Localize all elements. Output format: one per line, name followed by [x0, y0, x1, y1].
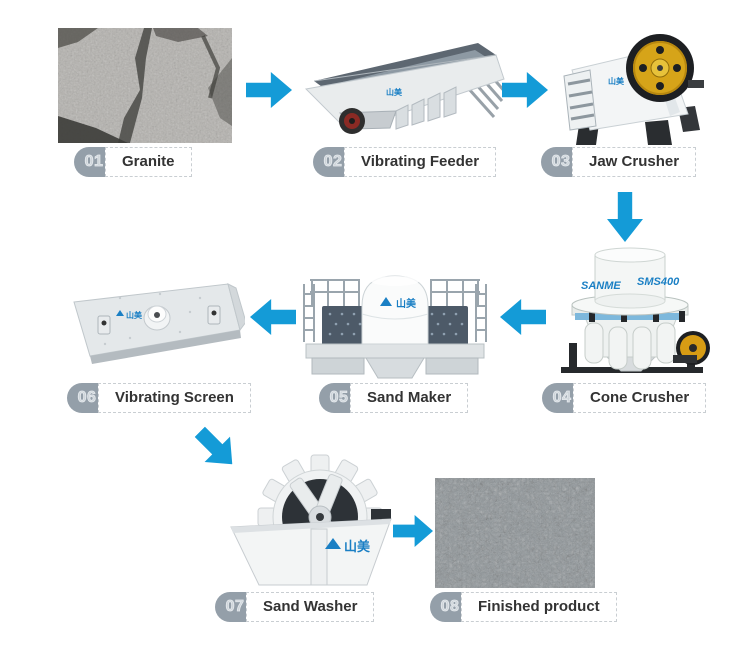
- finished-product-image: [435, 478, 595, 588]
- step-granite: 01 Granite: [74, 147, 192, 177]
- step-label: Granite: [105, 147, 192, 177]
- sand-washer-photo: 山美: [225, 453, 395, 593]
- step-label: Sand Maker: [350, 383, 469, 413]
- arrow-sand-maker-to-screen: [250, 299, 296, 335]
- sand-maker-image: 山美: [303, 275, 487, 379]
- step-label: Vibrating Feeder: [344, 147, 497, 177]
- sand-washer-image: 山美: [230, 454, 392, 586]
- step-label: Finished product: [461, 592, 617, 622]
- jaw-crusher-brand-logo: 山美: [608, 76, 625, 86]
- step-cone-crusher: 04 Cone Crusher: [542, 383, 707, 413]
- cone-crusher-model-label: SMS400: [637, 276, 680, 288]
- sand-maker-photo: 山美: [300, 250, 490, 380]
- step-sand-washer: 07 Sand Washer: [215, 592, 375, 622]
- finished-product-photo: [435, 478, 595, 588]
- screen-brand-logo: 山美: [126, 310, 143, 320]
- jaw-crusher-photo: 山美: [550, 18, 710, 145]
- arrow-cone-to-sand-maker: [500, 299, 546, 335]
- jaw-crusher-image: 山美: [563, 34, 704, 145]
- step-label: Vibrating Screen: [98, 383, 251, 413]
- arrow-washer-to-product: [393, 515, 433, 547]
- sand-maker-logo-mountain-icon: [380, 297, 392, 306]
- granite-photo: [58, 28, 232, 143]
- step-finished-product: 08 Finished product: [430, 592, 617, 622]
- screen-logo-mountain-icon: [116, 310, 124, 316]
- vibrating-screen-image: 山美: [73, 283, 245, 364]
- sand-washer-logo-mountain-icon: [325, 538, 341, 549]
- vibrating-feeder-image: 山美: [304, 43, 508, 134]
- arrow-jaw-to-cone-crusher: [607, 192, 643, 242]
- cone-crusher-image: SANME SMS400: [561, 247, 710, 373]
- step-label: Jaw Crusher: [572, 147, 697, 177]
- step-label: Sand Washer: [246, 592, 375, 622]
- step-jaw-crusher: 03 Jaw Crusher: [541, 147, 697, 177]
- sand-maker-brand-logo: 山美: [396, 297, 417, 310]
- feeder-brand-logo: 山美: [386, 87, 403, 97]
- vibrating-screen-photo: 山美: [60, 268, 245, 373]
- arrow-granite-to-feeder: [246, 72, 292, 108]
- cone-crusher-brand-name: SANME: [581, 280, 621, 292]
- granite-image: [58, 28, 232, 143]
- step-label: Cone Crusher: [573, 383, 707, 413]
- vibrating-feeder-photo: 山美: [300, 33, 510, 138]
- step-vibrating-feeder: 02 Vibrating Feeder: [313, 147, 497, 177]
- sand-washer-brand-logo: 山美: [344, 539, 371, 554]
- cone-crusher-photo: SANME SMS400: [545, 245, 715, 380]
- step-sand-maker: 05 Sand Maker: [319, 383, 469, 413]
- step-vibrating-screen: 06 Vibrating Screen: [67, 383, 251, 413]
